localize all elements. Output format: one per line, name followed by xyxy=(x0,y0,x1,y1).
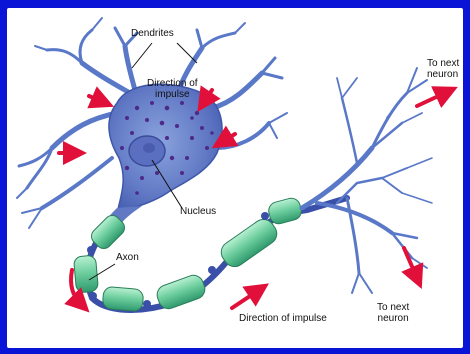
arrow-terminal-bottom xyxy=(404,248,417,278)
label-direction-top: Direction of impulse xyxy=(147,78,198,100)
label-to-next-neuron-top-line2: neuron xyxy=(427,69,459,80)
label-direction-bottom: Direction of impulse xyxy=(239,313,327,324)
nucleolus xyxy=(143,143,155,153)
label-direction-top-line1: Direction of xyxy=(147,78,198,89)
arrow-dendrite-right xyxy=(222,134,235,142)
label-to-next-neuron-bottom: To next neuron xyxy=(377,302,409,324)
arrow-dendrite-left xyxy=(89,96,103,102)
arrow-terminal-top xyxy=(417,92,447,106)
axon-terminals xyxy=(302,68,432,293)
label-to-next-neuron-bottom-line2: neuron xyxy=(377,313,409,324)
label-nucleus: Nucleus xyxy=(180,206,216,217)
diagram-frame: Dendrites Direction of impulse To next n… xyxy=(7,8,463,348)
label-direction-top-line2: impulse xyxy=(147,89,198,100)
neuron-diagram xyxy=(7,8,463,348)
label-to-next-neuron-top-line1: To next xyxy=(427,58,459,69)
label-dendrites: Dendrites xyxy=(131,28,174,39)
label-to-next-neuron-top: To next neuron xyxy=(427,58,459,80)
arrow-axon-bottom xyxy=(232,290,259,308)
label-to-next-neuron-bottom-line1: To next xyxy=(377,302,409,313)
label-axon: Axon xyxy=(116,252,139,263)
